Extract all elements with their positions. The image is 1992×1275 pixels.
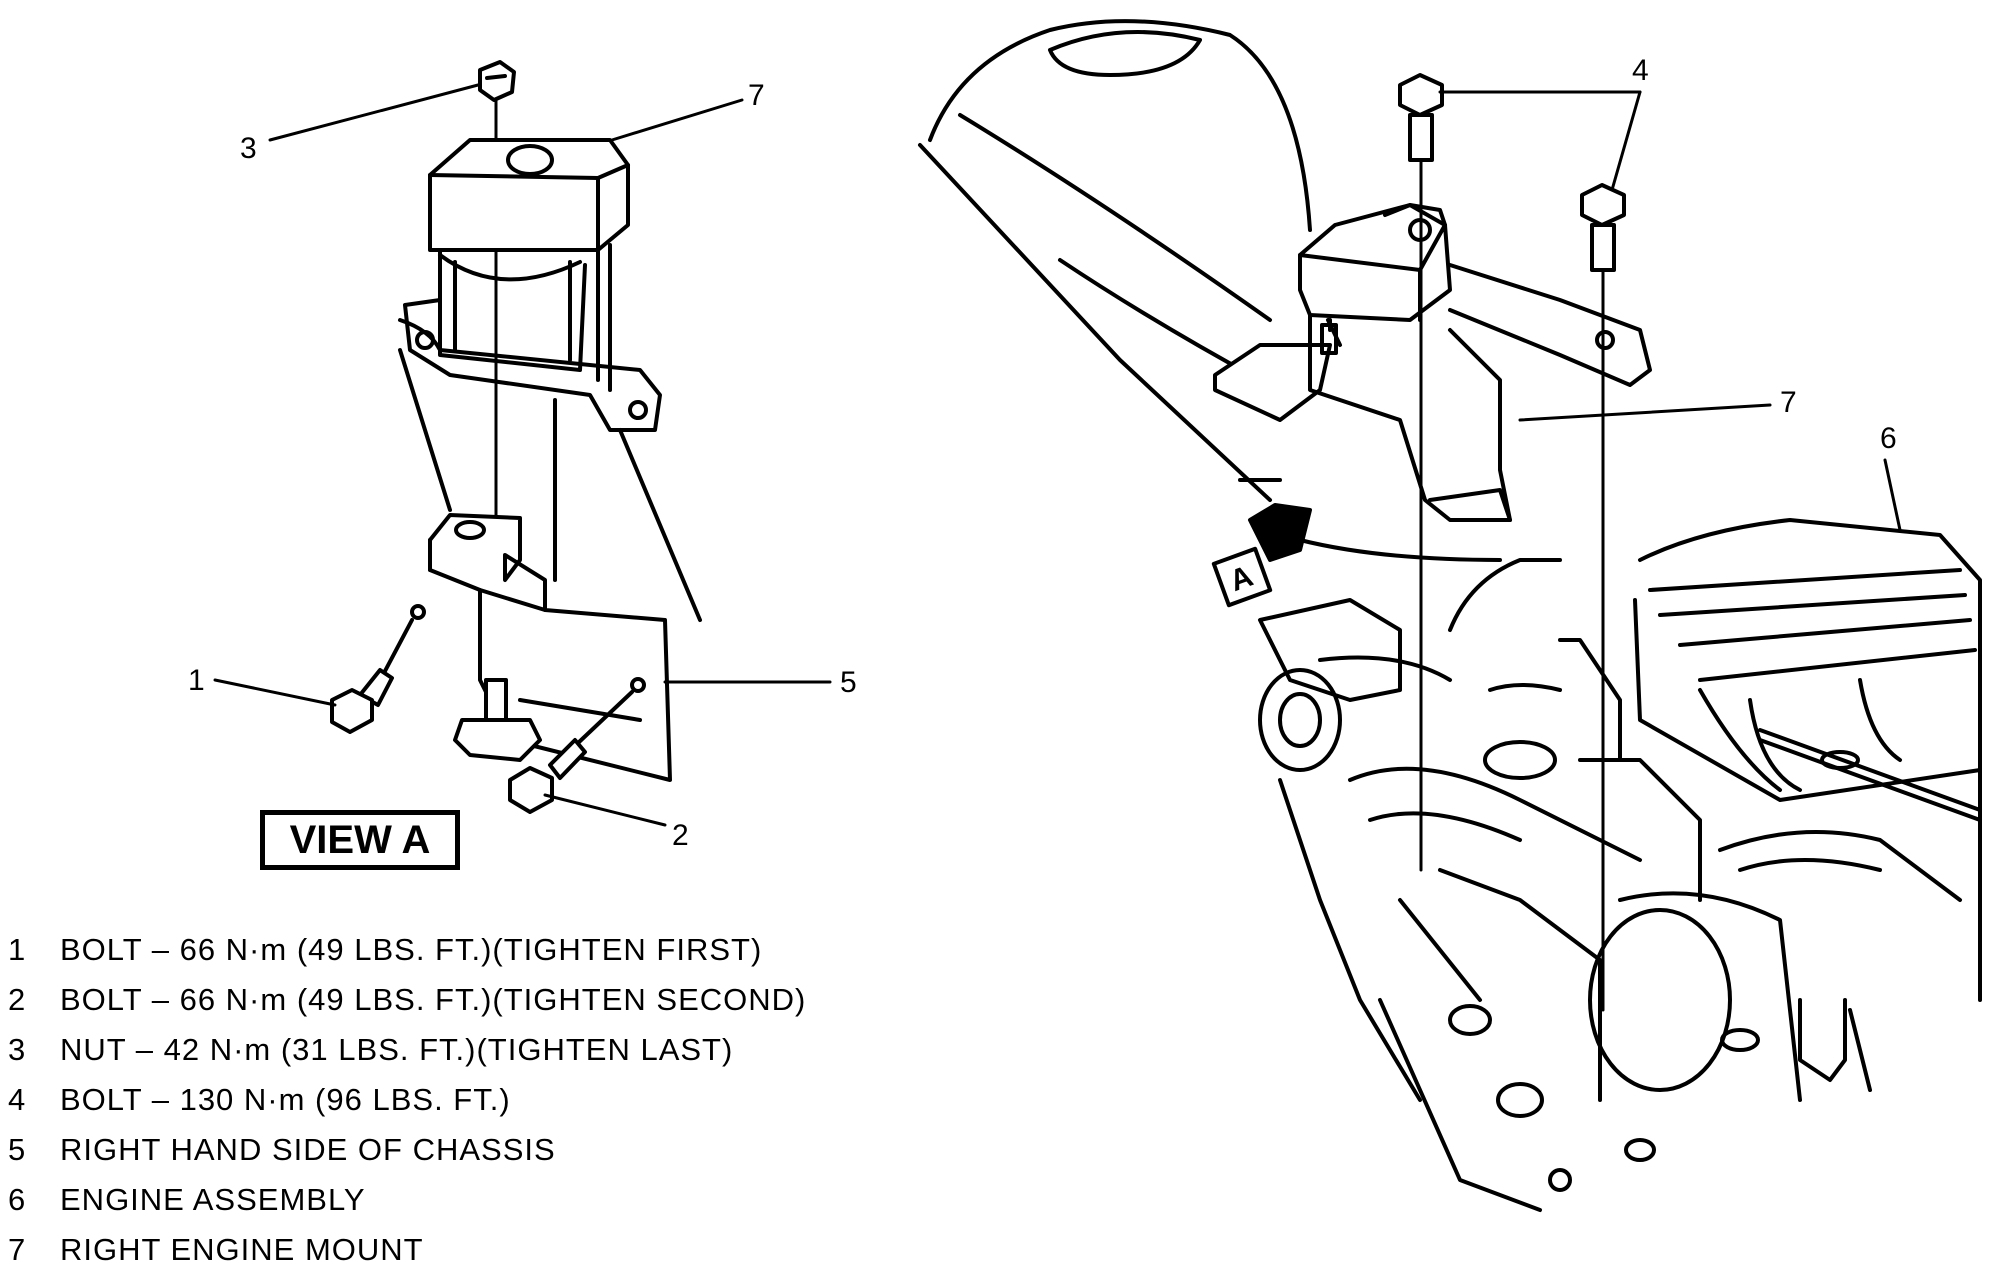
legend-item: 6 ENGINE ASSEMBLY [0, 1175, 806, 1225]
legend-item: 7 RIGHT ENGINE MOUNT [0, 1225, 806, 1275]
legend-text: BOLT – 66 N·m (49 LBS. FT.)(TIGHTEN FIRS… [60, 932, 763, 967]
legend-item: 1 BOLT – 66 N·m (49 LBS. FT.)(TIGHTEN FIR… [0, 925, 806, 975]
nut-3-drawing [478, 60, 516, 102]
parts-legend: 1 BOLT – 66 N·m (49 LBS. FT.)(TIGHTEN FIR… [0, 925, 806, 1275]
legend-number: 4 [8, 1082, 27, 1117]
legend-text: NUT – 42 N·m (31 LBS. FT.)(TIGHTEN LAST) [60, 1032, 734, 1067]
callout-6: 6 [1880, 422, 1897, 455]
callout-7-right: 7 [1780, 386, 1797, 419]
bolt-4a-drawing [1398, 73, 1444, 212]
legend-number: 7 [8, 1232, 27, 1267]
legend-number: 5 [8, 1132, 27, 1167]
callout-1: 1 [188, 664, 205, 697]
view-a-label: VIEW A [260, 810, 460, 870]
view-a-exploded-drawing [213, 60, 832, 827]
vehicle-installation-drawing [918, 19, 1982, 1212]
bolt-4b-drawing [1580, 183, 1626, 1012]
callout-7-left: 7 [748, 79, 765, 112]
legend-number: 1 [8, 932, 27, 967]
legend-item: 5 RIGHT HAND SIDE OF CHASSIS [0, 1125, 806, 1175]
mount-7-right-drawing [1213, 203, 1652, 562]
callout-5: 5 [840, 666, 857, 699]
bolt-1-drawing [330, 618, 414, 734]
callout-2: 2 [672, 819, 689, 852]
callout-4: 4 [1632, 54, 1649, 87]
legend-text: BOLT – 66 N·m (49 LBS. FT.)(TIGHTEN SECO… [60, 982, 807, 1017]
legend-item: 4 BOLT – 130 N·m (96 LBS. FT.) [0, 1075, 806, 1125]
mount-7-left-drawing [398, 138, 662, 432]
legend-number: 3 [8, 1032, 27, 1067]
legend-item: 2 BOLT – 66 N·m (49 LBS. FT.)(TIGHTEN SEC… [0, 975, 806, 1025]
legend-text: RIGHT ENGINE MOUNT [60, 1232, 424, 1267]
view-a-arrow [1211, 503, 1312, 608]
legend-item: 3 NUT – 42 N·m (31 LBS. FT.)(TIGHTEN LAST… [0, 1025, 806, 1075]
front-engine-drawing [1258, 558, 1802, 1212]
legend-text: BOLT – 130 N·m (96 LBS. FT.) [60, 1082, 511, 1117]
legend-number: 6 [8, 1182, 27, 1217]
legend-text: ENGINE ASSEMBLY [60, 1182, 366, 1217]
legend-number: 2 [8, 982, 27, 1017]
engine-6-drawing [1633, 518, 1982, 1092]
bolt-2-drawing [508, 690, 634, 814]
callout-3: 3 [240, 132, 257, 165]
legend-text: RIGHT HAND SIDE OF CHASSIS [60, 1132, 556, 1167]
stud-nut-drawing [453, 678, 542, 762]
